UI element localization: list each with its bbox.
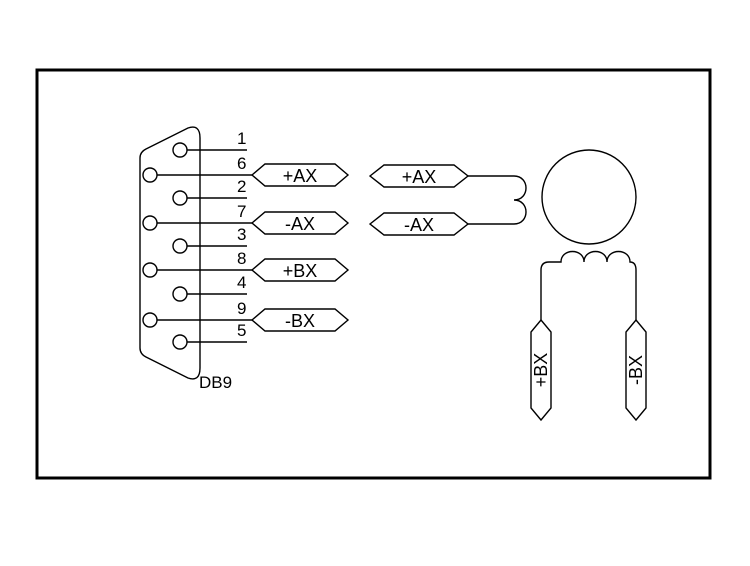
pin-number-2: 2 [237,177,246,196]
db9-connector-shell [139,126,201,380]
motor-b-coil-tags: +BX -BX [530,318,647,422]
tag-conn-minus-bx-label: -BX [285,311,315,331]
tag-motor-minus-bx-label: -BX [626,355,646,385]
motor-body [541,149,637,245]
connector-label: DB9 [199,373,232,392]
db9-pins [142,142,188,350]
pin-number-6: 6 [237,154,246,173]
pin-number-5: 5 [237,321,246,340]
pin-number-4: 4 [237,273,246,292]
coil-a-winding [468,175,527,225]
tag-motor-minus-ax-label: -AX [404,215,434,235]
connector-signal-tags: +AX -AX +BX -BX [250,163,350,332]
pin-6 [142,167,158,183]
pin-4 [172,286,188,302]
tag-conn-minus-ax-label: -AX [285,214,315,234]
pin-7 [142,215,158,231]
pin-number-9: 9 [237,299,246,318]
motor-a-coil-tags: +AX -AX [368,164,470,236]
tag-motor-plus-bx [530,318,552,422]
pin-5 [172,334,188,350]
diagram-frame [35,68,712,480]
tag-conn-plus-bx-label: +BX [283,261,318,281]
pin-2 [172,190,188,206]
pin-number-7: 7 [237,202,246,221]
tag-conn-minus-bx [250,308,350,332]
pin-number-3: 3 [237,225,246,244]
tag-motor-plus-ax-label: +AX [402,167,437,187]
pin-1 [172,142,188,158]
pin-8 [142,262,158,278]
pin-leaders [150,149,252,343]
tag-motor-minus-bx [625,318,647,422]
coil-b-winding [540,250,637,323]
pin-numbers: 1 6 2 7 3 8 4 9 5 [237,129,246,340]
tag-conn-plus-ax [250,163,350,187]
pin-number-1: 1 [237,129,246,148]
tag-motor-plus-bx-label: +BX [531,353,551,388]
tag-conn-minus-ax [250,211,350,235]
pin-9 [142,312,158,328]
tag-conn-plus-ax-label: +AX [283,166,318,186]
pin-number-8: 8 [237,249,246,268]
pin-3 [172,238,188,254]
tag-conn-plus-bx [250,258,350,282]
